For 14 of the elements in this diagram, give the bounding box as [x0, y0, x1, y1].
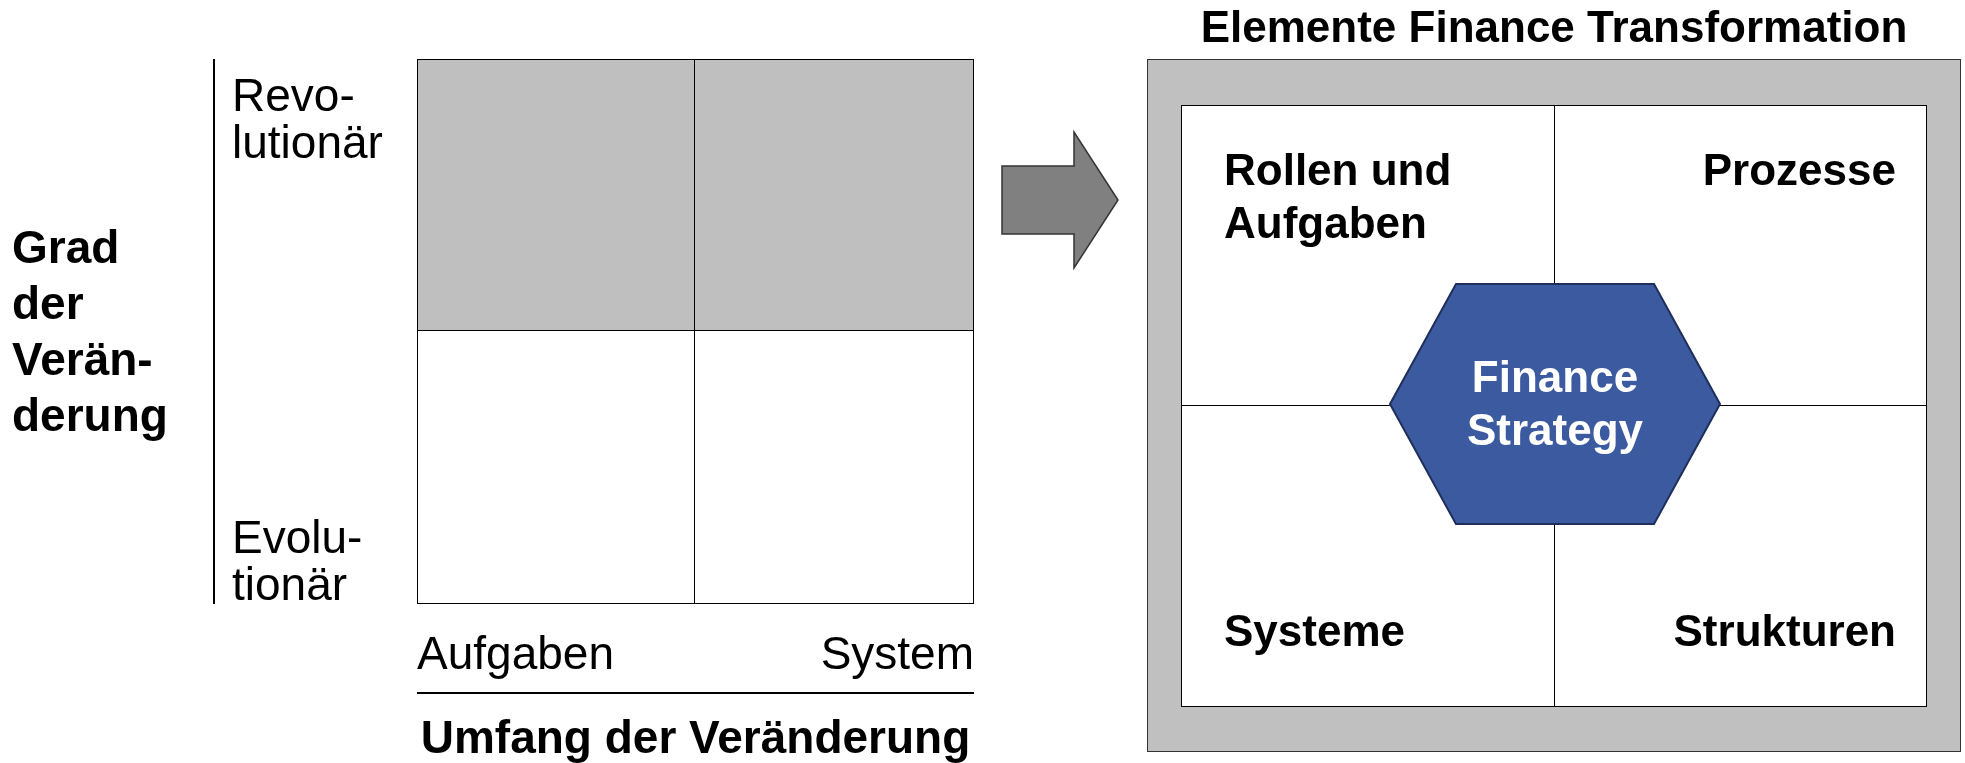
axis-title: Umfang der Veränderung — [419, 710, 972, 763]
quadrant-title: Rollen und Aufgaben — [1224, 144, 1453, 249]
block-arrow — [1001, 129, 1119, 271]
hexagon-label: Finance Strategy — [1465, 351, 1645, 456]
panel-title: Elemente Finance Transformation — [1199, 2, 1909, 52]
axis-value-label: Revo- lutionär — [232, 72, 384, 166]
axis-value-label: System — [819, 626, 974, 681]
quadrant-title: Systeme — [1224, 605, 1405, 658]
quadrant-title: Strukturen — [1673, 605, 1896, 658]
axis-value-label: Evolu- tionär — [232, 514, 364, 608]
axis-value-label: Aufgaben — [417, 626, 615, 681]
matrix-grid — [417, 59, 974, 604]
axis-title: Grad der Verän- derung — [12, 220, 169, 444]
quadrant-title: Prozesse — [1702, 144, 1896, 196]
